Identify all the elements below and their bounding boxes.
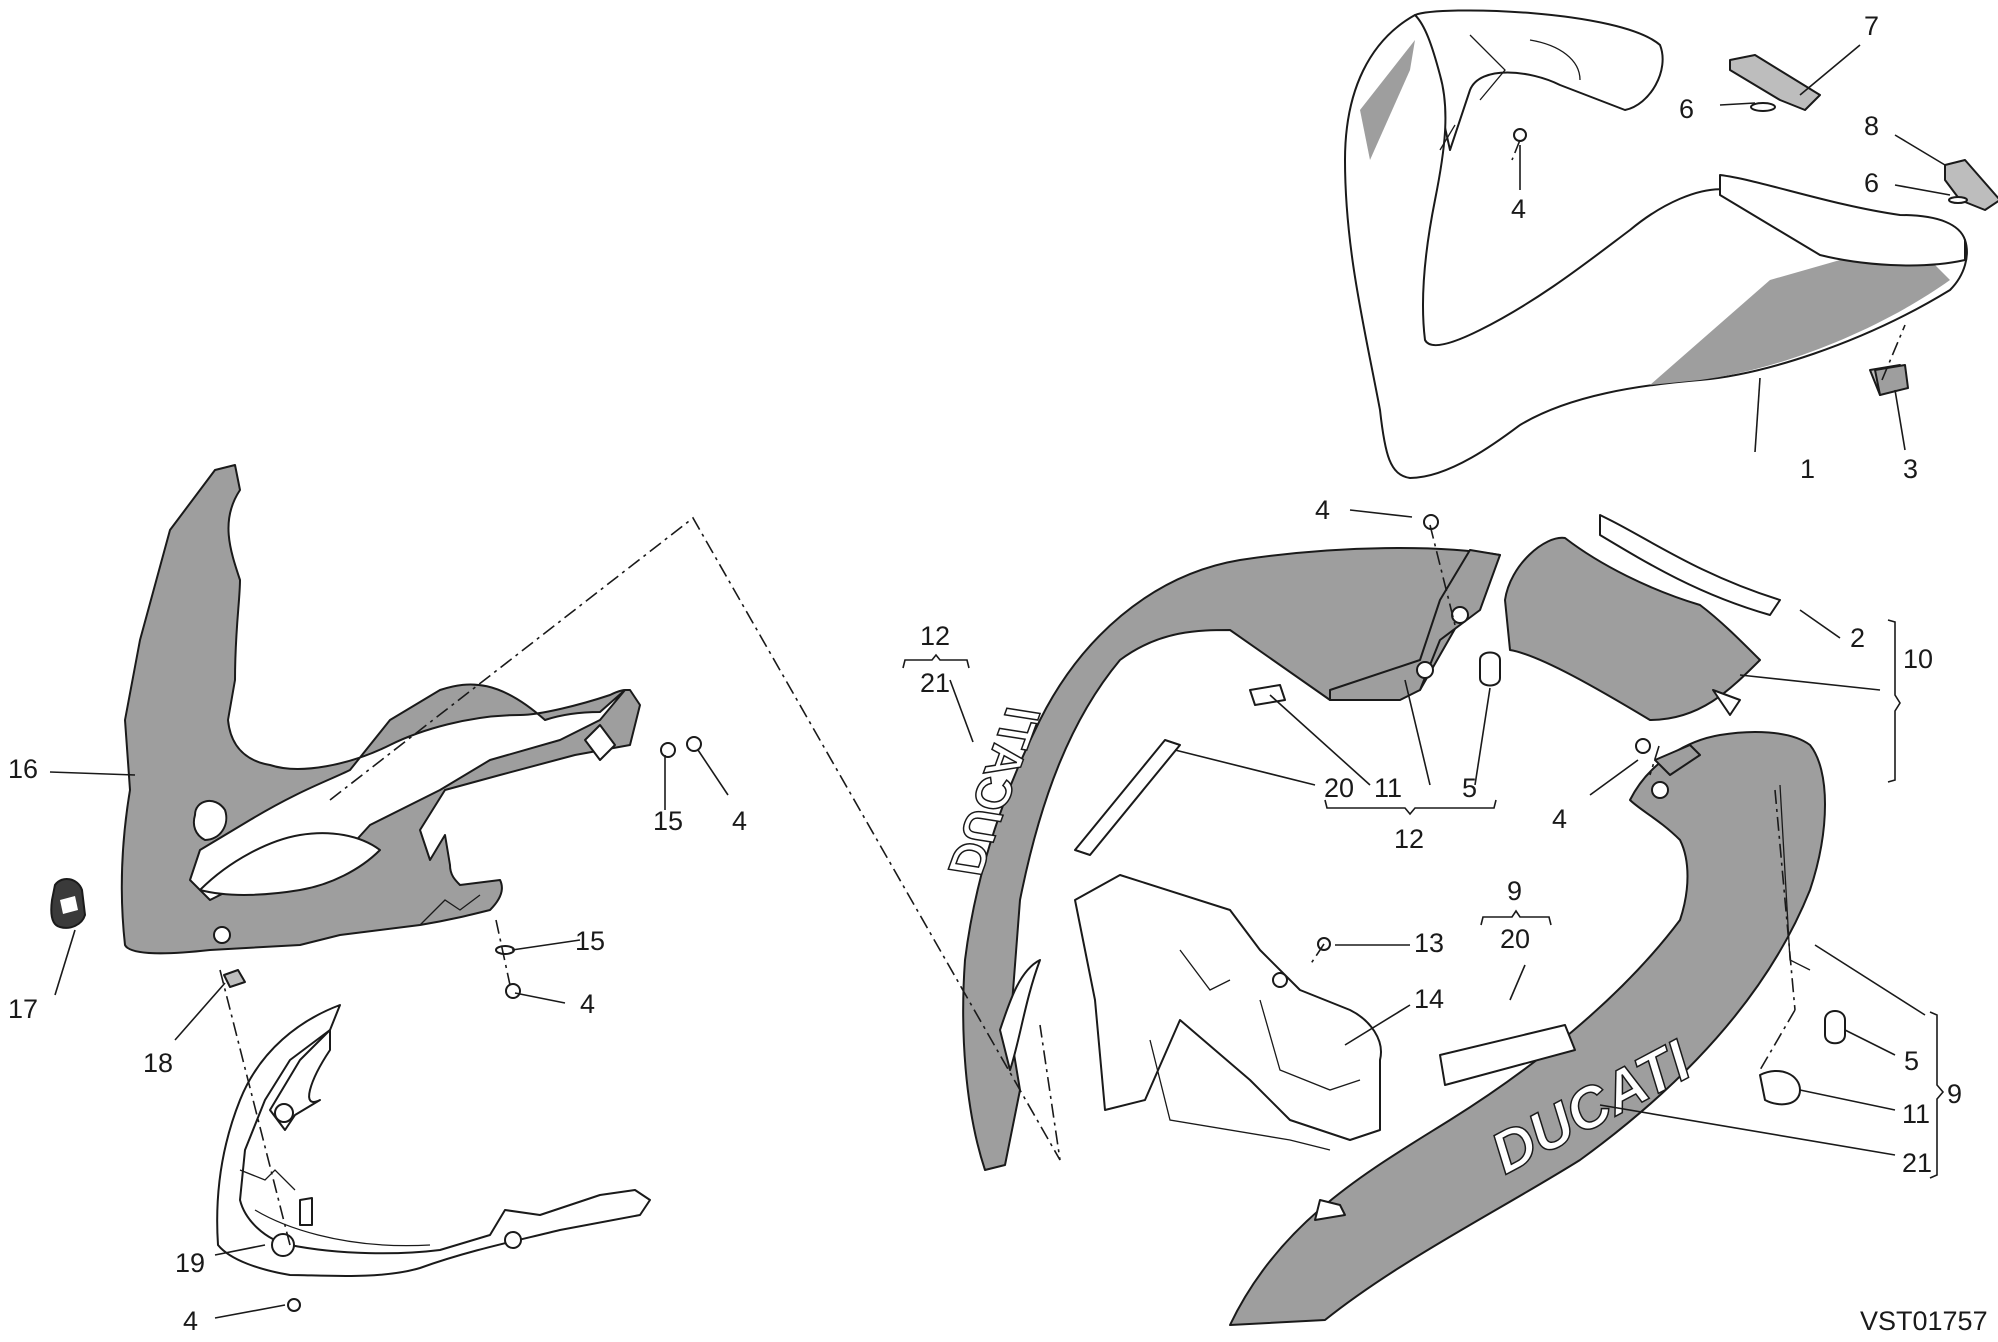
callout-12: 12	[1394, 824, 1424, 854]
mirror-mount-part-8	[1944, 159, 1998, 211]
callout-21: 21	[920, 668, 950, 698]
callout-20: 20	[1500, 924, 1530, 954]
callout-3: 3	[1903, 454, 1918, 484]
callout-6: 6	[1864, 168, 1879, 198]
group-brace-10	[1887, 619, 1901, 783]
group-brace-9-right	[1929, 1011, 1945, 1179]
callout-9: 9	[1507, 876, 1522, 906]
callout-2: 2	[1850, 623, 1865, 653]
callout-9: 9	[1947, 1079, 1962, 1109]
bush-part-5-left	[1479, 651, 1501, 687]
callout-11: 11	[1902, 1099, 1930, 1129]
nose-fairing-part-16	[120, 464, 641, 955]
callout-16: 16	[8, 754, 38, 784]
callout-13: 13	[1414, 928, 1444, 958]
front-fairing-part-1	[1344, 9, 1968, 479]
screw-part-4-nose-lower	[505, 983, 521, 999]
callout-17: 17	[8, 994, 38, 1024]
group-brace-12-top	[902, 653, 970, 669]
pad-part-11-right	[1759, 1070, 1801, 1106]
callout-15: 15	[575, 926, 605, 956]
callout-10: 10	[1903, 644, 1933, 674]
callout-4: 4	[1315, 495, 1330, 525]
callout-6: 6	[1679, 94, 1694, 124]
callout-8: 8	[1864, 111, 1879, 141]
group-brace-9-top	[1480, 909, 1552, 926]
lower-spoiler-part-19	[216, 1004, 651, 1278]
callout-19: 19	[175, 1248, 205, 1278]
callout-4: 4	[732, 806, 747, 836]
callout-5: 5	[1904, 1046, 1919, 1076]
callout-11: 11	[1374, 773, 1402, 803]
washer-part-15-upper	[660, 742, 676, 758]
diagram-code: VST01757	[1860, 1306, 1988, 1336]
pad-part-11-left	[1249, 684, 1286, 706]
screw-part-4-right	[1635, 738, 1651, 754]
screw-part-4-nose-upper	[686, 736, 702, 752]
callout-18: 18	[143, 1048, 173, 1078]
callout-4: 4	[580, 989, 595, 1019]
strip-part-20-right	[1439, 1024, 1576, 1086]
side-panel-part-10	[1504, 514, 1781, 721]
washer-part-15-lower	[495, 945, 515, 955]
rubber-grommet-part-3	[1874, 364, 1909, 396]
callout-7: 7	[1864, 11, 1879, 41]
right-side-fairing-part-9	[1229, 731, 1826, 1326]
assembly-reference-lines	[219, 139, 1906, 1246]
callout-5: 5	[1462, 773, 1477, 803]
callout-21: 21	[1902, 1148, 1932, 1178]
screw-part-4-spoiler	[287, 1298, 301, 1312]
left-side-fairing-part-12	[962, 547, 1501, 1171]
inner-bracket-part-14	[1074, 874, 1382, 1151]
group-brace-12-bottom	[1324, 799, 1497, 816]
callout-4: 4	[183, 1306, 198, 1336]
callout-1: 1	[1800, 454, 1815, 484]
clip-part-18	[223, 969, 246, 988]
mirror-mount-part-7	[1729, 54, 1821, 112]
callout-12: 12	[920, 621, 950, 651]
callout-4: 4	[1552, 804, 1567, 834]
callout-15: 15	[653, 806, 683, 836]
bush-part-5-right	[1824, 1010, 1846, 1045]
callout-14: 14	[1414, 984, 1444, 1014]
callout-4: 4	[1511, 194, 1526, 224]
strip-part-20-left	[1074, 739, 1181, 856]
callout-20: 20	[1324, 773, 1354, 803]
callout-labels: 1 3 4 6 7 8 6 4 2 10 12 21 20 11 5 12 4 …	[8, 11, 1962, 1336]
leader-lines	[49, 44, 1951, 1319]
ducati-badge-part-17	[50, 878, 86, 929]
screw-part-4-top	[1513, 128, 1527, 142]
